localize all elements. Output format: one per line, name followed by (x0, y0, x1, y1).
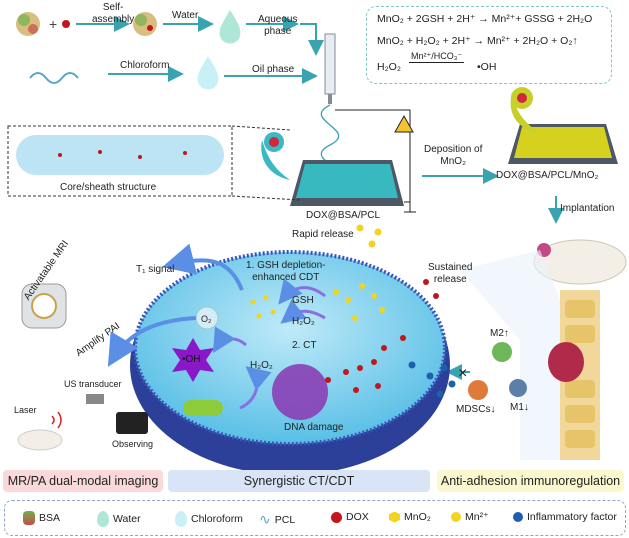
dox-icon (62, 20, 70, 28)
equation-product: •OH (477, 61, 497, 73)
legend-label: PCL (274, 513, 296, 526)
label-cdt: 1. GSH depletion- enhanced CDT (246, 260, 326, 283)
label-water: Water (172, 10, 199, 21)
water-drop-icon (219, 10, 241, 44)
label-h2o2-lower: H₂O₂ (250, 360, 273, 371)
hydroxyl-radical-icon (172, 338, 214, 382)
section-immunoregulation: Anti-adhesion immunoregulation (437, 470, 624, 492)
mno2-hexagon-icon (389, 511, 400, 523)
monitor-icon (116, 412, 148, 434)
mn2-sphere-icon (451, 512, 461, 522)
mno2-coated-mat (514, 127, 612, 158)
label-laser: Laser (14, 405, 37, 415)
bsa-protein-icon (23, 511, 35, 525)
legend-label: DOX (346, 511, 369, 523)
legend-label: MnO₂ (404, 511, 431, 523)
legend-item-chloroform: Chloroform (175, 511, 243, 527)
equation-gsh: MnO₂ + 2GSH + 2H⁺ → Mn²⁺+ GSSG + 2H₂O (377, 13, 593, 25)
label-sustained-release: Sustained release (428, 262, 473, 285)
label-us-transducer: US transducer (64, 379, 122, 389)
label-core-sheath: Core/sheath structure (60, 182, 157, 193)
legend-item-bsa: BSA (23, 511, 60, 525)
legend: BSA Water Chloroform ∿PCL DOX MnO₂ Mn²⁺ … (4, 500, 626, 536)
high-voltage-icon (394, 114, 414, 133)
syringe-icon (324, 33, 336, 104)
equation-h2o2: MnO₂ + H₂O₂ + 2H⁺ → Mn²⁺ + 2H₂O + O₂↑ (377, 35, 578, 47)
equation-catalyst: Mn²⁺/HCO₃⁻ (409, 51, 465, 63)
fiber-mat (296, 164, 398, 198)
legend-label: Mn²⁺ (465, 511, 489, 523)
legend-label: Inflammatory factor (527, 511, 617, 523)
legend-label: Water (113, 513, 141, 525)
inflammatory-factor-icon (513, 512, 523, 522)
label-dna-damage: DNA damage (284, 422, 344, 433)
mouse-icon (17, 429, 63, 451)
water-drop-icon (97, 511, 109, 527)
label-oil-phase: Oil phase (252, 64, 295, 75)
label-observing: Observing (112, 439, 154, 449)
legend-item-mno2: MnO₂ (389, 511, 431, 523)
label-aqueous-phase: Aqueous phase (258, 14, 298, 37)
bsa-protein-icon (16, 12, 40, 36)
spine-icon (548, 290, 600, 460)
legend-item-water: Water (97, 511, 141, 527)
cell-interior (133, 250, 447, 446)
mitochondria-icon (183, 400, 223, 416)
svg-text:+: + (49, 16, 57, 32)
m1-macrophage-icon (509, 379, 527, 397)
section-imaging: MR/PA dual-modal imaging (3, 470, 163, 492)
core-sheath-fiber (16, 135, 224, 175)
equation-fenton-reactant: H₂O₂ (377, 61, 401, 73)
label-oh: •OH (182, 354, 201, 365)
label-gsh: GSH (292, 295, 314, 306)
label-self-assembly: Self- assembly (92, 2, 135, 25)
chloroform-drop-icon (175, 511, 187, 527)
pcl-wave-icon: ∿ (259, 511, 271, 527)
legend-label: BSA (39, 512, 61, 524)
label-deposition: Deposition of MnO₂ (424, 144, 483, 167)
dox-sphere-icon (331, 511, 342, 523)
pcl-wave-icon (29, 72, 79, 84)
label-mdscs: MDSCs↓ (456, 404, 496, 415)
m2-macrophage-icon (492, 342, 512, 362)
label-dox-bsa-pcl: DOX@BSA/PCL (306, 210, 381, 221)
legend-item-mn2: Mn²⁺ (451, 511, 489, 523)
svg-text:×: × (458, 365, 467, 382)
label-chloroform: Chloroform (120, 60, 170, 71)
label-rapid-release: Rapid release (292, 229, 354, 240)
mdsc-icon (468, 380, 488, 400)
legend-item-pcl: ∿PCL (259, 511, 295, 528)
label-m1: M1↓ (510, 402, 529, 413)
label-h2o2-upper: H₂O₂ (292, 316, 315, 327)
reaction-equations: MnO₂ + 2GSH + 2H⁺ → Mn²⁺+ GSSG + 2H₂O Mn… (366, 6, 612, 84)
legend-item-dox: DOX (331, 511, 369, 523)
label-ct: 2. CT (292, 340, 317, 351)
nucleus-icon (272, 364, 328, 420)
legend-item-inflammatory: Inflammatory factor (513, 511, 617, 523)
label-m2: M2↑ (490, 328, 509, 339)
label-o2: O₂ (201, 314, 212, 324)
label-t1-signal: T₁ signal (136, 264, 175, 275)
dox-bsa-complex-icon (133, 12, 157, 36)
legend-label: Chloroform (191, 513, 243, 525)
us-transducer-icon (86, 394, 104, 404)
chloroform-drop-icon (197, 56, 219, 90)
section-therapy: Synergistic CT/CDT (168, 470, 430, 492)
label-implantation: Implantation (560, 203, 615, 214)
label-final-scaffold: DOX@BSA/PCL/MnO₂ (496, 170, 599, 181)
